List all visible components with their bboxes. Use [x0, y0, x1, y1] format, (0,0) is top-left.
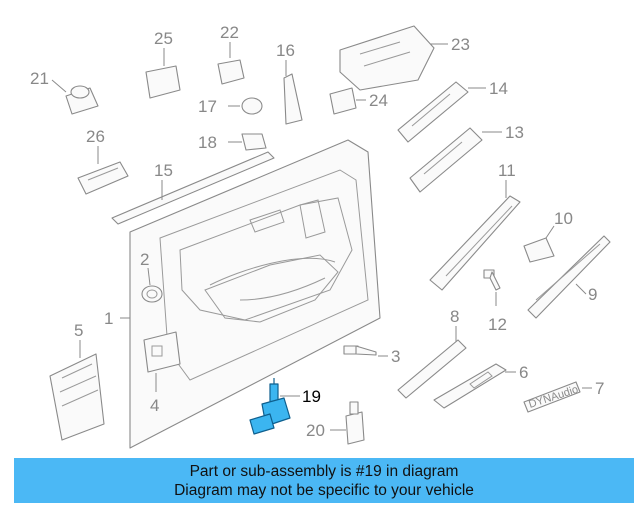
callout-13: 13: [505, 123, 524, 142]
callout-10: 10: [554, 209, 573, 228]
callout-5: 5: [74, 321, 83, 340]
callout-6: 6: [519, 363, 528, 382]
banner-line-disclaimer: Diagram may not be specific to your vehi…: [174, 482, 474, 499]
part-handle-bezel-26[interactable]: [77, 161, 129, 195]
part-switch-bezel-14[interactable]: [397, 81, 469, 143]
callout-1: 1: [104, 309, 113, 328]
callout-15: 15: [154, 161, 173, 180]
callout-17: 17: [198, 97, 217, 116]
part-trim-strip-6[interactable]: [433, 363, 507, 409]
part-connector-20[interactable]: [345, 401, 365, 445]
part-pull-handle-11[interactable]: [429, 195, 521, 291]
callout-19: 19: [302, 387, 321, 406]
callout-14: 14: [489, 79, 508, 98]
part-speaker-badge-7[interactable]: DYNAudio: [523, 381, 581, 413]
callout-21: 21: [30, 69, 49, 88]
callout-9: 9: [588, 285, 597, 304]
callout-25: 25: [154, 29, 173, 48]
part-switch-bezel-13[interactable]: [409, 127, 483, 193]
callout-16: 16: [276, 41, 295, 60]
part-19-highlighted[interactable]: [249, 378, 291, 435]
callout-2: 2: [140, 250, 149, 269]
banner-line-part-number: Part or sub-assembly is #19 in diagram: [189, 463, 459, 480]
info-banner: Part or sub-assembly is #19 in diagram D…: [14, 458, 634, 503]
part-switch-25[interactable]: [145, 65, 181, 99]
part-clip-10[interactable]: [523, 237, 555, 263]
exploded-parts-diagram: 1 2 3 4 5 6 DYNAudio 7 8: [30, 23, 611, 449]
part-switch-22[interactable]: [217, 59, 245, 85]
callout-24: 24: [369, 91, 388, 110]
callout-7: 7: [595, 379, 604, 398]
part-retainer-17[interactable]: [241, 97, 263, 115]
callout-11: 11: [498, 161, 516, 180]
callout-20: 20: [306, 421, 325, 440]
part-corner-trim-16[interactable]: [283, 73, 303, 125]
callout-26: 26: [86, 127, 105, 146]
part-screw-3[interactable]: [343, 345, 377, 356]
callout-4: 4: [150, 396, 159, 415]
part-mirror-switch-21[interactable]: [65, 85, 99, 115]
speaker-badge-text: DYNAudio: [527, 384, 580, 411]
callout-12: 12: [488, 315, 507, 334]
callout-3: 3: [391, 347, 400, 366]
part-master-window-switch-23[interactable]: [339, 25, 435, 91]
callout-8: 8: [450, 307, 459, 326]
part-belt-molding-15[interactable]: [111, 151, 275, 225]
part-door-trim-panel[interactable]: [129, 139, 381, 449]
callout-18: 18: [198, 133, 217, 152]
part-clip-2[interactable]: [141, 285, 163, 303]
callout-22: 22: [220, 23, 239, 42]
part-molding-9[interactable]: [527, 235, 611, 319]
callout-23: 23: [451, 35, 470, 54]
part-speaker-grille-5[interactable]: [49, 353, 105, 441]
part-clip-18[interactable]: [241, 133, 267, 151]
part-trim-strip-8[interactable]: [397, 339, 467, 399]
part-screw-12[interactable]: [483, 269, 501, 291]
part-switch-24[interactable]: [329, 87, 357, 115]
part-bracket-4[interactable]: [143, 331, 181, 373]
